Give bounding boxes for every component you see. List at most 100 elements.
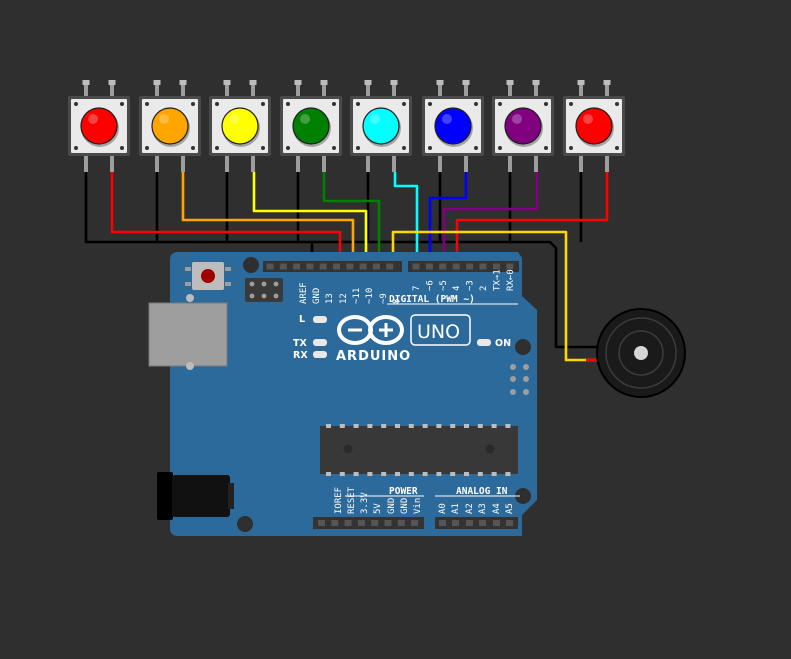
pin-hole xyxy=(293,263,301,270)
digital-pin-label: ~6 xyxy=(425,280,435,291)
icsp-header-right xyxy=(507,361,532,398)
push-button[interactable] xyxy=(563,80,625,172)
button-cap[interactable] xyxy=(80,107,118,145)
power-pin-label: GND xyxy=(400,498,410,514)
uno-model: UNO xyxy=(417,321,460,343)
analog-pin-label: A4 xyxy=(492,503,502,514)
pin-hole xyxy=(266,263,274,270)
power-pin-label: IOREF xyxy=(334,487,344,514)
pin-hole xyxy=(386,263,394,270)
digital-pin-label: 2 xyxy=(479,286,489,291)
pin-hole xyxy=(479,263,487,270)
button-signal-wire xyxy=(252,172,368,268)
push-button[interactable] xyxy=(139,80,201,172)
button-signal-wire xyxy=(322,172,381,268)
analog-header xyxy=(435,517,518,529)
analog-section-label: ANALOG IN xyxy=(456,486,508,497)
digital-pin-label: ~10 xyxy=(365,288,375,304)
analog-pin-label: A0 xyxy=(438,503,448,514)
arduino-brand: ARDUINO xyxy=(336,349,411,364)
pin-hole xyxy=(306,263,314,270)
pin-hole xyxy=(439,263,447,270)
mounting-hole xyxy=(515,339,531,355)
mounting-hole xyxy=(515,488,531,504)
piezo-buzzer[interactable] xyxy=(596,308,686,398)
pin-hole xyxy=(492,263,500,270)
digital-section-label: DIGITAL (PWM ~) xyxy=(389,294,475,305)
digital-pin-label: ~11 xyxy=(352,288,362,304)
push-button[interactable] xyxy=(68,80,130,172)
mounting-hole xyxy=(243,257,259,273)
button-cap[interactable] xyxy=(221,107,259,145)
digital-pin-label: ~9 xyxy=(379,293,389,304)
push-button[interactable] xyxy=(209,80,271,172)
pin-hole xyxy=(452,263,460,270)
button-cap[interactable] xyxy=(434,107,472,145)
buzzer-inner-ring xyxy=(618,330,664,376)
usb-connector xyxy=(148,302,228,367)
dc-power-jack xyxy=(157,472,234,520)
pin-hole xyxy=(333,263,340,270)
button-signal-wire xyxy=(455,172,609,268)
power-pin-label: 3.3V xyxy=(360,492,370,514)
digital-pin-label: 13 xyxy=(325,293,335,304)
button-signal-wire xyxy=(442,172,539,268)
led-tx-label: TX xyxy=(293,338,307,349)
led-on-label: ON xyxy=(495,338,511,349)
led-on xyxy=(477,339,491,346)
buzzer-signal-wire xyxy=(391,230,600,362)
digital-pin-label: 7 xyxy=(412,286,422,291)
buzzer-center xyxy=(634,346,648,360)
push-buttons xyxy=(68,80,625,172)
analog-pin-label: A2 xyxy=(465,503,475,514)
power-pin-label: Vin xyxy=(413,498,423,514)
icsp-header-top xyxy=(245,278,283,302)
analog-pin-label: A1 xyxy=(451,503,461,514)
pin-hole xyxy=(279,263,287,270)
digital-header-right xyxy=(408,261,519,272)
push-button[interactable] xyxy=(422,80,484,172)
button-signal-wire xyxy=(393,172,419,268)
power-pin-label: 5V xyxy=(373,503,383,514)
digital-header-left xyxy=(263,261,402,272)
button-signal-wire xyxy=(181,172,355,268)
uno-badge xyxy=(410,314,471,346)
digital-pin-label: GND xyxy=(312,288,322,304)
push-button[interactable] xyxy=(350,80,412,172)
led-l xyxy=(313,316,327,323)
pin-hole xyxy=(346,263,354,270)
pin-hole xyxy=(359,263,367,270)
button-cap[interactable] xyxy=(151,107,189,145)
button-signal-wire xyxy=(110,172,342,268)
analog-pin-label: A5 xyxy=(505,503,515,514)
power-section-label: POWER xyxy=(389,486,418,497)
push-button[interactable] xyxy=(492,80,554,172)
pin-hole xyxy=(425,263,433,270)
button-cap[interactable] xyxy=(504,107,542,145)
power-pin-label: GND xyxy=(387,498,397,514)
ground-wire xyxy=(84,172,600,349)
digital-pin-holes xyxy=(266,263,514,270)
push-button[interactable] xyxy=(280,80,342,172)
buzzer-ring xyxy=(605,317,677,389)
led-tx xyxy=(313,339,327,346)
button-cap[interactable] xyxy=(292,107,330,145)
led-rx xyxy=(313,351,327,358)
pin-hole xyxy=(466,263,474,270)
reset-button[interactable] xyxy=(185,262,231,290)
power-pin-label: RESET xyxy=(347,486,357,514)
pin-hole xyxy=(506,263,514,270)
pin-hole xyxy=(319,263,327,270)
mounting-hole xyxy=(237,516,253,532)
digital-pin-label: TX→1 xyxy=(492,269,502,291)
analog-pin-label: A3 xyxy=(478,503,488,514)
button-cap[interactable] xyxy=(362,107,400,145)
button-cap[interactable] xyxy=(575,107,613,145)
power-header xyxy=(313,517,424,529)
digital-pin-label: RX←0 xyxy=(506,269,516,291)
led-l-label: L xyxy=(299,314,305,325)
digital-pin-label: 8 xyxy=(392,299,402,304)
